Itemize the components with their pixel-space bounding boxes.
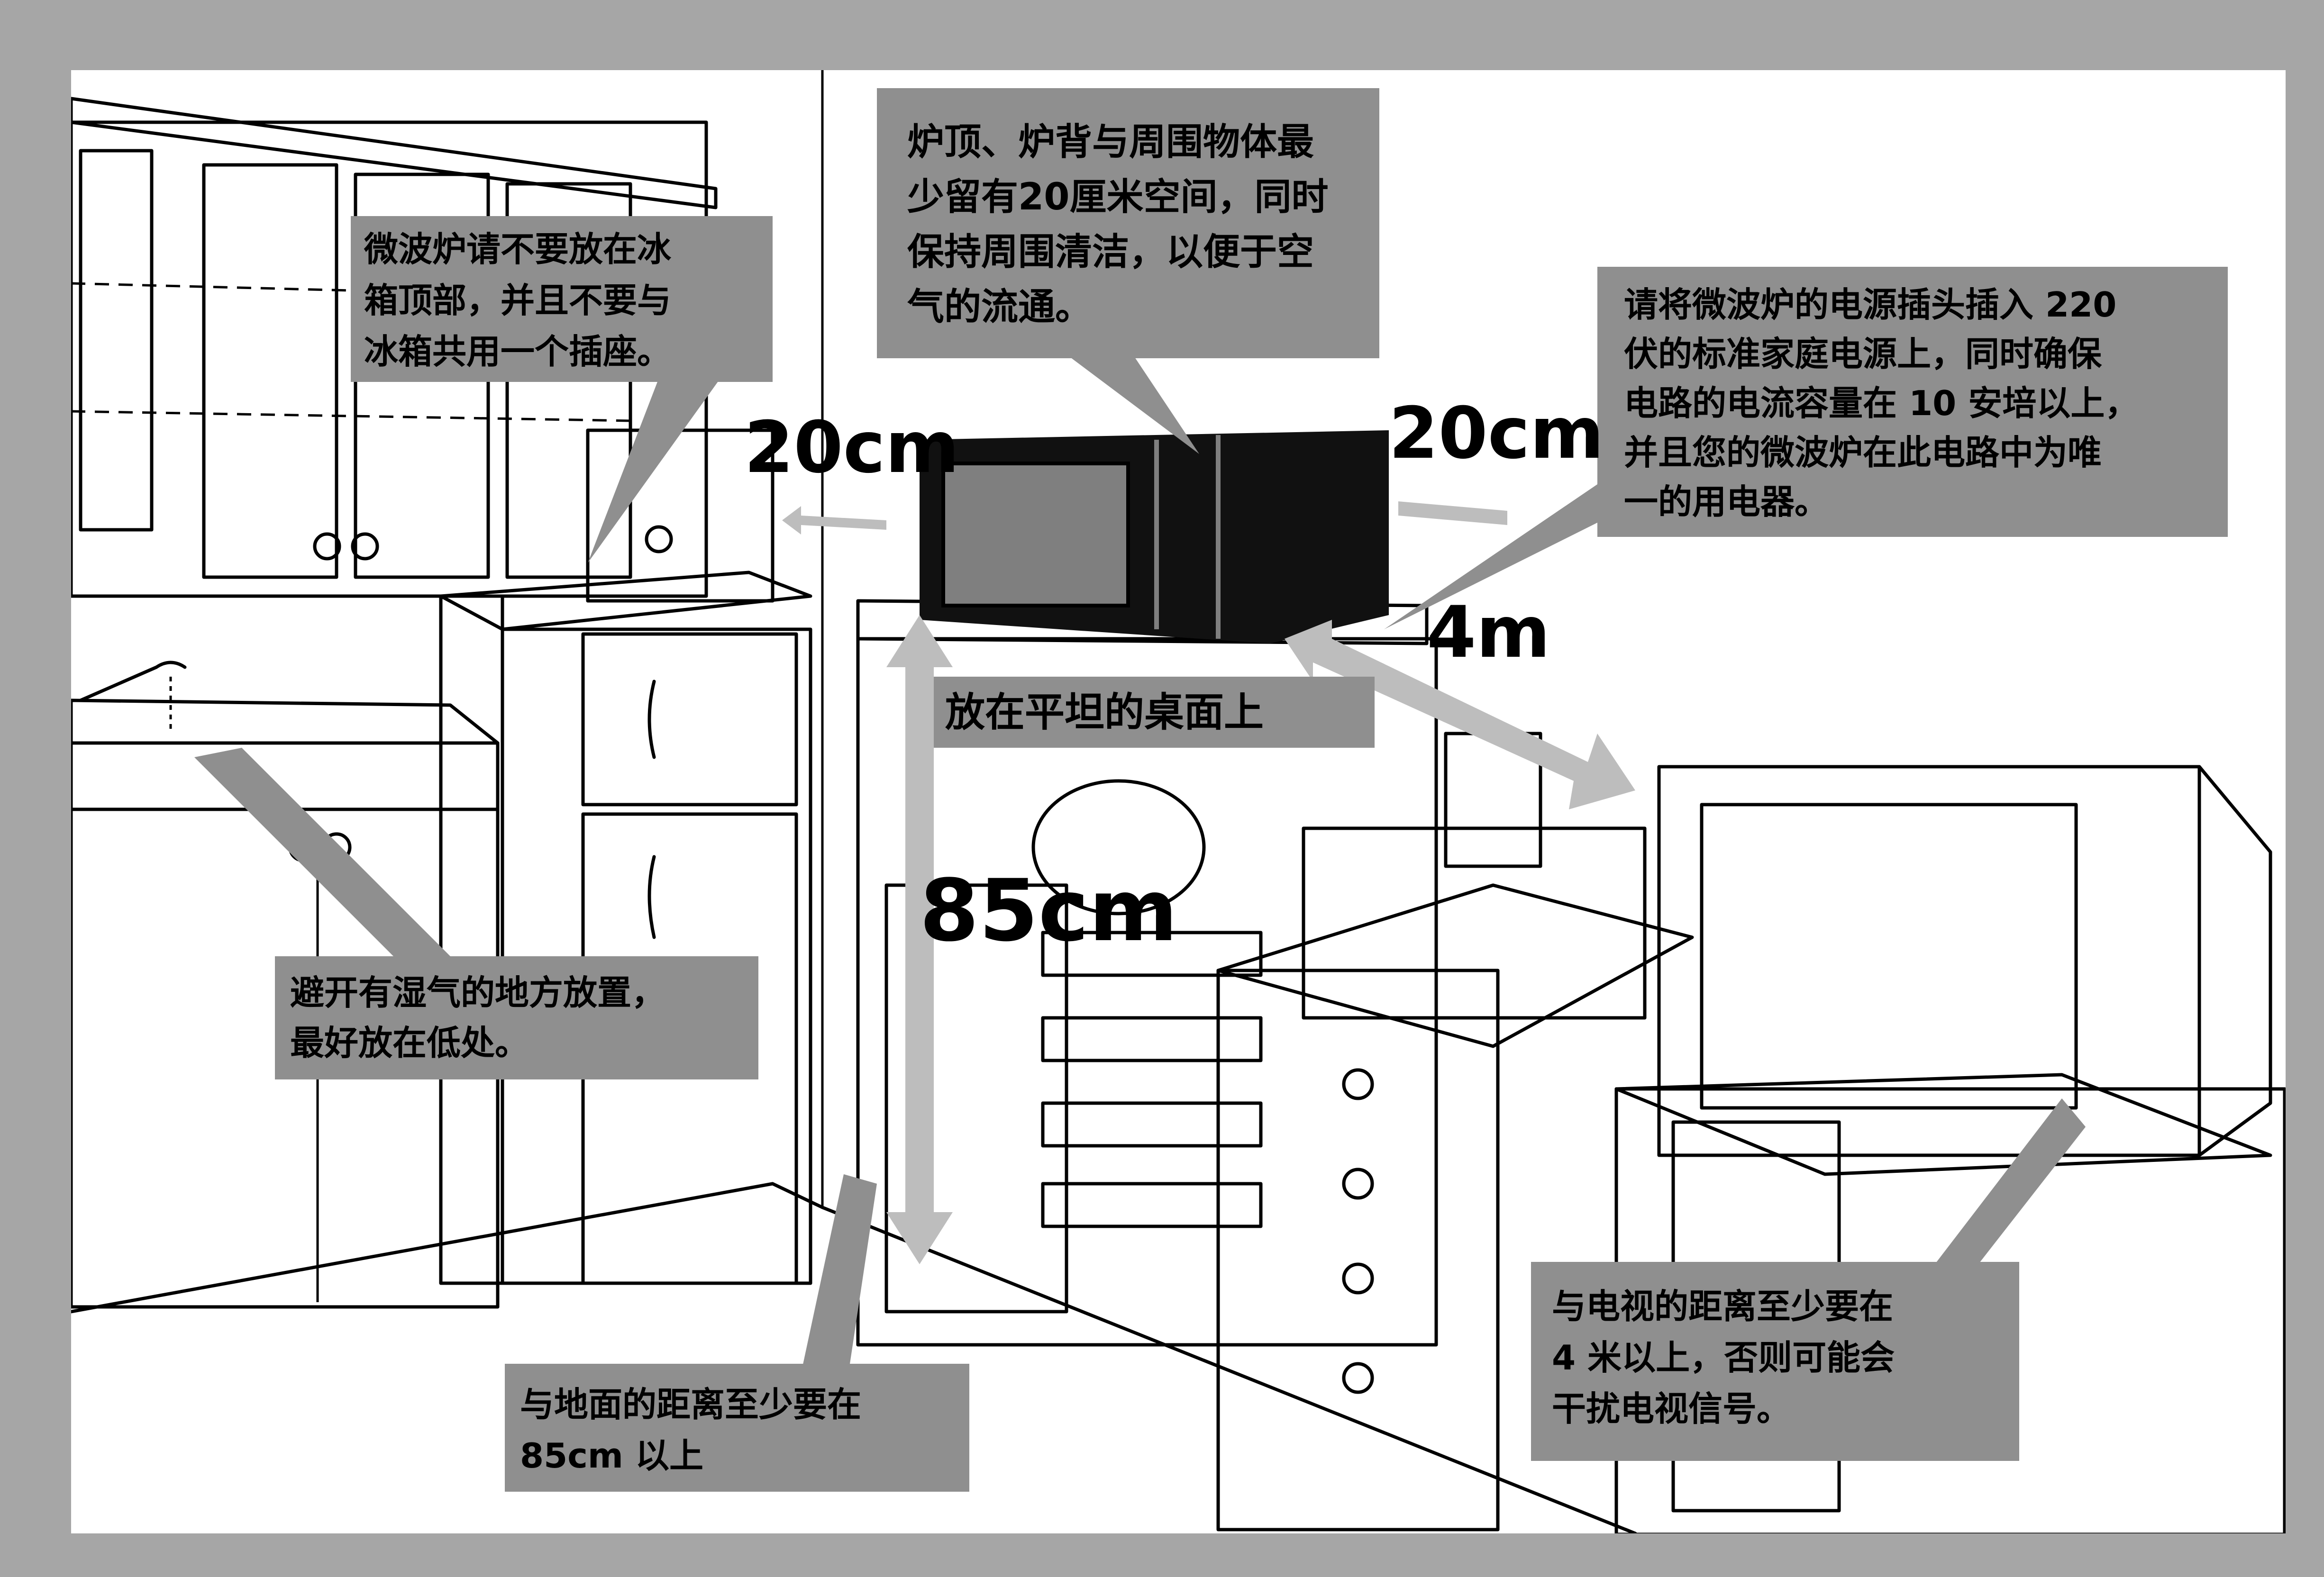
- microwave-oven: [920, 430, 1389, 643]
- dimension-left-gap: 20cm: [744, 407, 959, 489]
- upper-cabinets: [71, 97, 775, 603]
- callout-fridge-text: 微波炉请不要放在冰 箱顶部，并且不要与 冰箱共用一个插座。: [364, 229, 672, 372]
- dimension-right-gap: 20cm: [1389, 392, 1604, 475]
- callout-humidity: 避开有湿气的地方放置， 最好放在低处。: [275, 956, 758, 1079]
- callout-power-text: 请将微波炉的电源插头插入 220 伏的标准家庭电源上，同时确保 电路的电流容量在…: [1624, 285, 2139, 522]
- callout-clearance-text: 炉顶、炉背与周围物体最 少留有20厘米空间，同时 保持周围清洁，以便于空 气的流…: [907, 121, 1329, 328]
- dimension-arrows: [782, 501, 1635, 1264]
- callout-fridge: 微波炉请不要放在冰 箱顶部，并且不要与 冰箱共用一个插座。: [351, 216, 773, 382]
- chest-of-drawers: [1216, 732, 1694, 1532]
- microwave-cart: [856, 599, 1438, 1347]
- callout-tv-distance: 与电视的距离至少要在 4 米以上，否则可能会 干扰电视信号。: [1531, 1262, 2019, 1461]
- callout-flat-surface: 放在平坦的桌面上: [934, 677, 1375, 748]
- kitchen-scene: [71, 70, 2286, 1533]
- callout-floor-distance: 与地面的距离至少要在 85cm 以上: [505, 1364, 969, 1492]
- dimension-height: 85cm: [920, 861, 1178, 961]
- callout-tv-distance-text: 与电视的距离至少要在 4 米以上，否则可能会 干扰电视信号。: [1552, 1287, 1895, 1429]
- dimension-tv-distance: 4m: [1427, 591, 1550, 674]
- callout-flat-surface-text: 放在平坦的桌面上: [945, 689, 1264, 735]
- diagram-frame: 微波炉请不要放在冰 箱顶部，并且不要与 冰箱共用一个插座。 炉顶、炉背与周围物体…: [71, 70, 2286, 1533]
- callout-clearance: 炉顶、炉背与周围物体最 少留有20厘米空间，同时 保持周围清洁，以便于空 气的流…: [877, 88, 1379, 358]
- refrigerator: [439, 571, 812, 1285]
- callout-power: 请将微波炉的电源插头插入 220 伏的标准家庭电源上，同时确保 电路的电流容量在…: [1597, 267, 2228, 537]
- floor-line: [71, 1182, 824, 1314]
- callout-humidity-text: 避开有湿气的地方放置， 最好放在低处。: [290, 973, 666, 1063]
- callout-floor-distance-text: 与地面的距离至少要在 85cm 以上: [520, 1385, 862, 1476]
- floor-line-right: [820, 1205, 1637, 1533]
